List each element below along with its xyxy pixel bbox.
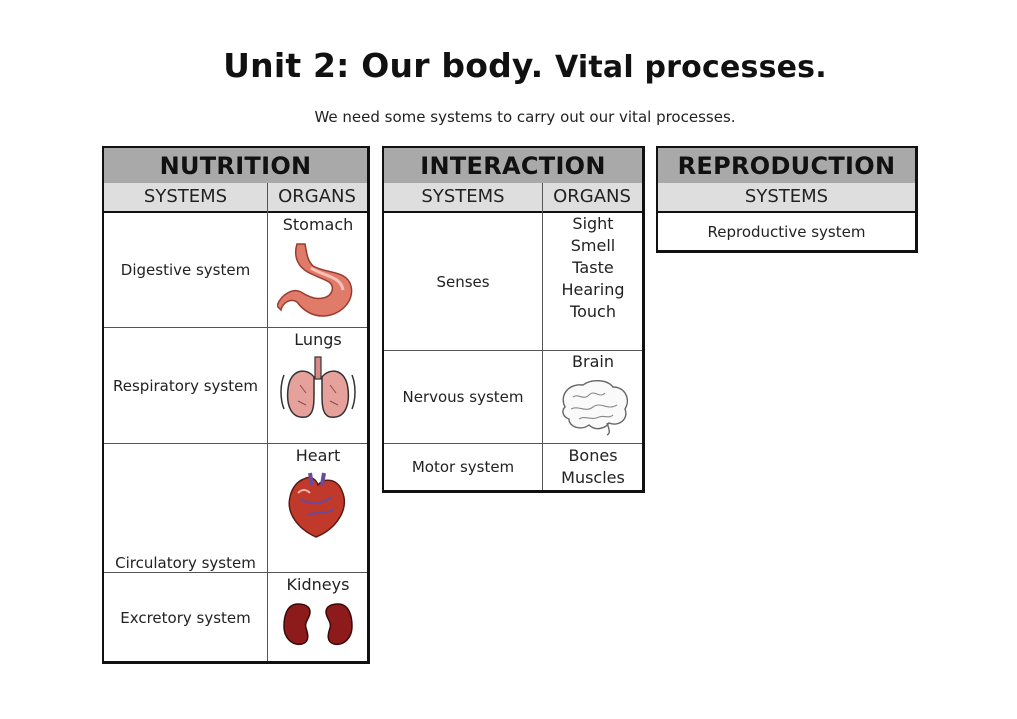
organ-hearing: Hearing — [561, 280, 625, 299]
title-main: Unit 2: Our body. — [223, 46, 544, 85]
organ-bones: Bones — [568, 446, 618, 465]
nutrition-header: NUTRITION — [104, 148, 367, 185]
organ-sight: Sight — [572, 214, 614, 233]
nutrition-organ-kidneys: Kidneys — [268, 574, 368, 648]
nutrition-system-excretory: Excretory system — [120, 609, 251, 627]
kidneys-icon — [283, 603, 353, 646]
nutrition-col-divider — [267, 183, 268, 661]
organ-smell: Smell — [570, 236, 616, 255]
nutrition-organ-heart: Heart — [268, 445, 368, 541]
interaction-subheader: SYSTEMS ORGANS — [384, 183, 642, 213]
reproduction-header: REPRODUCTION — [658, 148, 915, 185]
interaction-organs-nervous: Brain — [543, 351, 643, 437]
nutrition-subheader: SYSTEMS ORGANS — [104, 183, 367, 213]
nutrition-system-respiratory: Respiratory system — [113, 376, 258, 395]
interaction-header: INTERACTION — [384, 148, 642, 185]
organ-label-stomach: Stomach — [282, 215, 354, 234]
brain-icon — [562, 380, 629, 436]
organ-brain: Brain — [572, 352, 614, 371]
nutrition-col-systems: SYSTEMS — [143, 186, 228, 207]
page-title: Unit 2: Our body. Vital processes. — [0, 46, 1017, 85]
organ-label-kidneys: Kidneys — [286, 575, 350, 594]
interaction-col-organs: ORGANS — [553, 186, 631, 207]
interaction-organs-senses: Sight Smell Taste Hearing Touch — [543, 213, 643, 323]
lungs-icon — [280, 356, 356, 418]
interaction-organs-motor: Bones Muscles — [543, 445, 643, 489]
reproduction-subheader: SYSTEMS — [658, 183, 915, 213]
nutrition-system-digestive: Digestive system — [120, 261, 251, 279]
interaction-col-divider — [542, 183, 543, 490]
organ-muscles: Muscles — [561, 468, 625, 487]
row-divider — [104, 443, 367, 444]
interaction-col-systems: SYSTEMS — [421, 186, 505, 207]
nutrition-col-organs: ORGANS — [278, 186, 356, 207]
interaction-system-nervous: Nervous system — [402, 388, 524, 406]
organ-label-heart: Heart — [295, 446, 341, 465]
heart-icon — [288, 472, 345, 538]
row-divider — [384, 350, 642, 351]
organ-taste: Taste — [572, 258, 614, 277]
nutrition-organ-stomach: Stomach — [268, 214, 368, 324]
organ-label-lungs: Lungs — [294, 330, 342, 349]
interaction-table: INTERACTION SYSTEMS ORGANS Senses Sight … — [382, 146, 645, 493]
title-rest: Vital processes. — [555, 50, 827, 85]
reproduction-system-reproductive: Reproductive system — [707, 222, 866, 241]
page-subtitle: We need some systems to carry out our vi… — [314, 108, 736, 126]
row-divider — [104, 572, 367, 573]
reproduction-table: REPRODUCTION SYSTEMS Reproductive system — [656, 146, 918, 253]
row-divider — [384, 443, 642, 444]
stomach-icon — [277, 243, 353, 317]
nutrition-table: NUTRITION SYSTEMS ORGANS Digestive syste… — [102, 146, 370, 664]
organ-touch: Touch — [570, 302, 616, 321]
nutrition-system-circulatory: Circulatory system — [115, 554, 256, 572]
row-divider — [104, 327, 367, 328]
reproduction-col-systems: SYSTEMS — [744, 186, 829, 207]
interaction-system-motor: Motor system — [411, 458, 515, 476]
nutrition-organ-lungs: Lungs — [268, 329, 368, 425]
interaction-system-senses: Senses — [436, 272, 490, 291]
